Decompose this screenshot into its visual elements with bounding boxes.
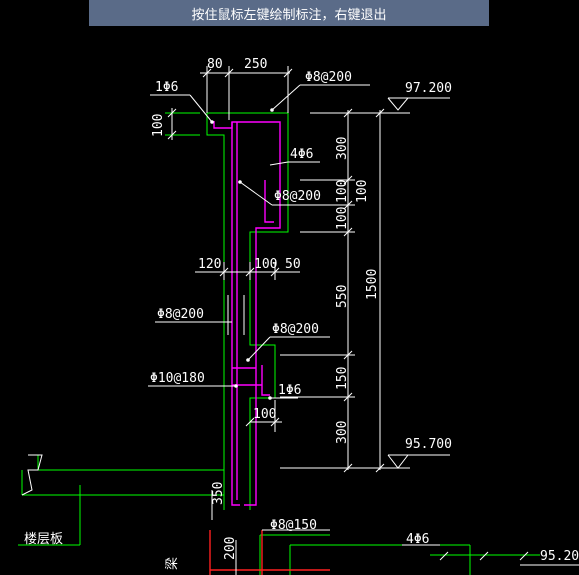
label-4phi6-bottom: 4Φ6	[406, 532, 429, 547]
command-prompt-bar: 按住鼠标左键绘制标注，右键退出	[89, 0, 489, 26]
beam-lines	[209, 530, 330, 575]
floor-slab-label: 楼层板	[24, 532, 63, 547]
rebar-lines	[213, 121, 281, 506]
dim-50: 50	[285, 257, 301, 272]
elevation-top: 97.200	[405, 81, 452, 96]
label-1phi6: 1Φ6	[155, 80, 178, 95]
dim-300-top: 300	[335, 137, 350, 160]
dim-250: 250	[244, 57, 267, 72]
dim-120: 120	[198, 257, 221, 272]
label-phi8-150: Φ8@150	[270, 518, 317, 533]
label-phi8-200-top: Φ8@200	[305, 70, 352, 85]
dim-550: 550	[335, 285, 350, 308]
dim-100-left: 100	[151, 114, 166, 137]
dim-100-b: 100	[355, 180, 370, 203]
label-phi8-200-mid: Φ8@200	[274, 189, 321, 204]
concrete-outline	[18, 112, 540, 575]
label-phi8-200-lower: Φ8@200	[272, 322, 319, 337]
dim-350: 350	[211, 482, 226, 505]
dim-200: 200	[223, 537, 238, 560]
command-prompt-text: 按住鼠标左键绘制标注，右键退出	[191, 7, 387, 23]
dimension-lines	[21, 66, 579, 575]
dim-100-a: 100	[335, 180, 350, 203]
label-phi10-180: Φ10@180	[150, 371, 205, 386]
label-phi8-200-left: Φ8@200	[157, 307, 204, 322]
dim-300-bottom: 300	[335, 421, 350, 444]
beam-label: 梁	[165, 557, 180, 570]
label-4phi6: 4Φ6	[290, 147, 313, 162]
text-labels: 80 250 1Φ6 Φ8@200 97.200 100 4Φ6 Φ8@200 …	[24, 57, 579, 570]
label-1phi6-lower: 1Φ6	[278, 383, 301, 398]
dim-100-c: 100	[335, 207, 350, 230]
dim-100-mid: 100	[254, 257, 277, 272]
dim-100-low: 100	[253, 407, 276, 422]
elevation-mid: 95.700	[405, 437, 452, 452]
dim-1500: 1500	[365, 269, 380, 300]
dim-80: 80	[207, 57, 223, 72]
dim-150: 150	[335, 367, 350, 390]
elevation-bottom: 95.200	[540, 549, 579, 564]
